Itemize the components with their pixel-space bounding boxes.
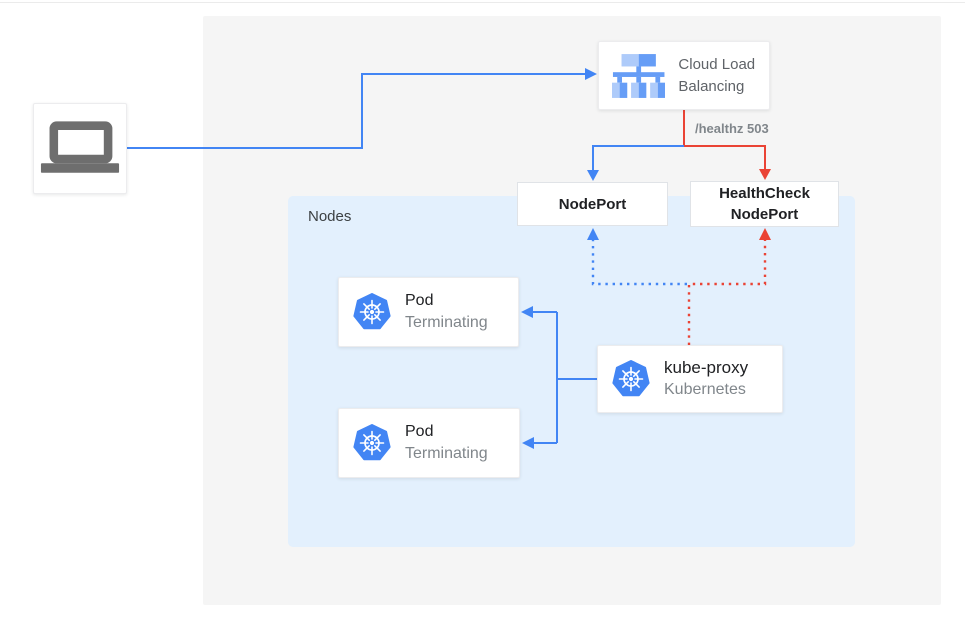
pod-card-1: Pod Terminating	[338, 277, 519, 347]
pod-status: Terminating	[405, 314, 488, 331]
nodes-panel-label: Nodes	[308, 208, 352, 225]
healthz-status-label: /healthz 503	[695, 121, 769, 136]
top-divider	[0, 2, 965, 3]
kubernetes-icon	[353, 293, 391, 330]
pod-card-2: Pod Terminating	[338, 408, 520, 478]
pod-text: Pod Terminating	[405, 290, 488, 334]
pod-title: Pod	[405, 423, 434, 440]
healthcheck-nodeport-label: HealthCheck NodePort	[719, 185, 810, 223]
kube-proxy-subtitle: Kubernetes	[664, 381, 746, 398]
kube-proxy-title: kube-proxy	[664, 358, 749, 377]
cloud-load-balancing-card: Cloud Load Balancing	[598, 41, 770, 110]
kubernetes-icon	[353, 424, 391, 461]
cloud-load-balancing-label: Cloud Load Balancing	[678, 55, 756, 95]
kube-proxy-card: kube-proxy Kubernetes	[597, 345, 783, 413]
load-balancer-icon	[612, 53, 666, 98]
laptop-icon	[40, 120, 120, 173]
healthcheck-nodeport-box: HealthCheck NodePort	[690, 181, 839, 227]
nodeport-box: NodePort	[517, 182, 668, 226]
pod-text: Pod Terminating	[405, 421, 488, 465]
client-card	[33, 103, 127, 194]
kubernetes-icon	[612, 360, 650, 397]
kube-proxy-text: kube-proxy Kubernetes	[664, 357, 748, 401]
nodeport-label: NodePort	[558, 195, 627, 213]
pod-status: Terminating	[405, 445, 488, 462]
pod-title: Pod	[405, 292, 434, 309]
